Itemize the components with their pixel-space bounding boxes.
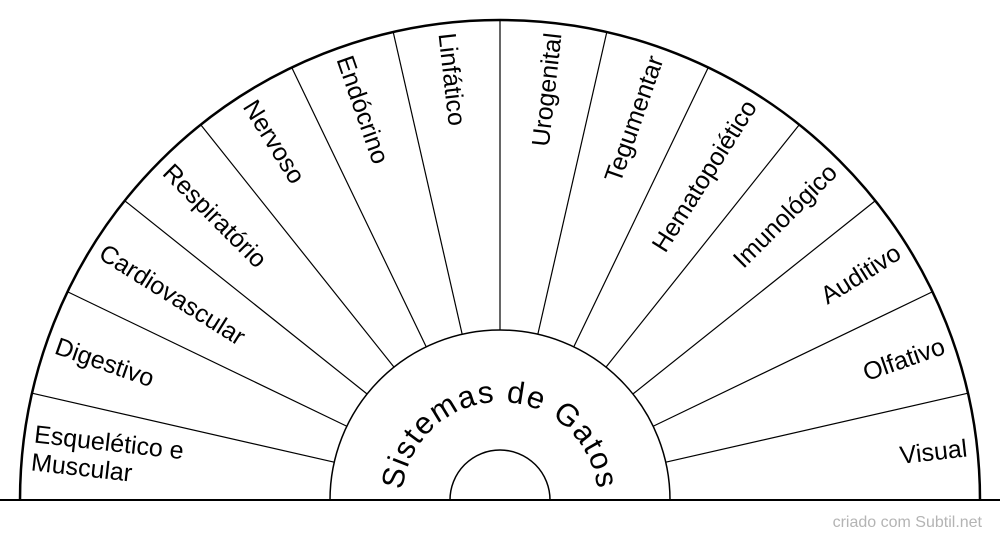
sector-divider [200,124,395,368]
sector-label: Visual [898,434,968,469]
sector-label: Tegumentar [599,52,669,186]
sector-label: Urogenital [527,32,568,148]
sector-label-line: Hematopoiético [647,95,763,257]
center-ring [329,329,671,501]
sector-label: Esquelético eMuscular [30,421,185,493]
sector-divider [652,291,933,427]
sector-divider [573,67,709,348]
sector-divider [537,31,608,335]
sector-label-line: Olfativo [859,333,948,387]
sector-label: Auditivo [816,239,906,310]
sector-divider [31,392,335,463]
sector-label-line: Digestivo [51,333,157,393]
sector-divider [124,200,368,395]
sector-label-line: Imunológico [728,159,843,274]
sector-label: Hematopoiético [647,95,763,257]
sector-divider [392,31,463,335]
sector-label-line: Nervoso [237,95,310,189]
inner-notch [449,449,551,501]
sector-label-line: Respiratório [157,159,272,274]
sector-label-line: Tegumentar [599,52,669,186]
sector-label: Respiratório [157,159,272,274]
sector-divider [665,392,969,463]
sector-label-line: Urogenital [527,32,568,148]
sector-divider [632,200,876,395]
center-hub: Sistemas de Gatos [329,329,671,501]
sector-divider [291,67,427,348]
sector-label-line: Linfático [432,32,470,128]
sector-label: Digestivo [51,333,157,393]
sector-label: Olfativo [859,333,948,387]
sector-label: Linfático [432,32,470,128]
sector-group: Esquelético eMuscular DigestivoCardiovasc… [20,20,980,501]
sector-label-line: Visual [898,434,968,469]
credit-text[interactable]: criado com Subtil.net [832,514,982,531]
center-title-text: Sistemas de Gatos [375,374,624,492]
sector-divider [605,124,800,368]
sector-divider [67,291,348,427]
center-title: Sistemas de Gatos [375,374,626,492]
sector-label-line: Endócrino [331,52,395,168]
sector-label-line: Auditivo [816,239,906,310]
sector-label: Cardiovascular [94,239,250,351]
sector-label: Endócrino [331,52,395,168]
sector-label: Imunológico [728,159,843,274]
sector-label: Nervoso [237,95,310,189]
sector-label-line: Cardiovascular [94,239,250,351]
